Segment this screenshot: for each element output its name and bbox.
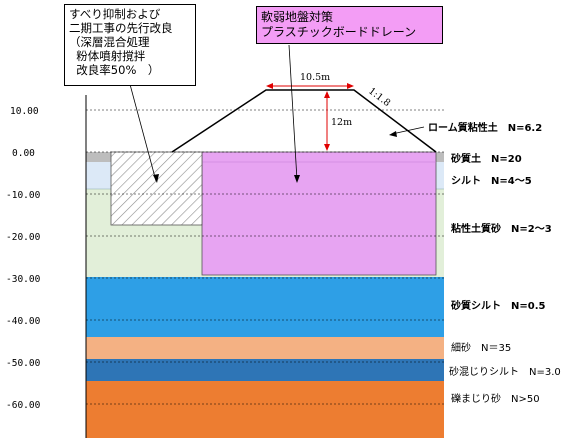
callout-left-line: すべり抑制および [69, 7, 161, 21]
layer-gravelly-sand [86, 381, 444, 438]
elevation-ticks: 10.00 0.00 -10.00 -20.00 -30.00 -40.00 -… [6, 106, 41, 411]
height-label: 12m [331, 117, 352, 128]
callout-left-arrowhead [153, 174, 159, 183]
ytick-label: -20.00 [6, 232, 41, 243]
loam-arrowhead [389, 131, 397, 137]
ytick-label: 10.00 [10, 106, 39, 117]
callout-left-box: すべり抑制および 二期工事の先行改良 （深層混合処理 粉体噴射撹拌 改良率50%… [64, 4, 196, 86]
deep-mixing-zone [110, 151, 203, 226]
callout-left-line: （深層混合処理 [69, 35, 150, 49]
layer-fine-sand [86, 337, 444, 359]
drain-zone [201, 151, 437, 276]
height-dimension [324, 91, 330, 151]
callout-right-arrowhead [294, 175, 300, 183]
callout-right-box: 軟弱地盤対策 プラスチックボードドレーン [256, 6, 443, 44]
soil-label-silt: シルト N=4〜5 [451, 175, 532, 187]
callout-right-line: プラスチックボードドレーン [261, 25, 417, 39]
soil-label-gravelly-sand: 礫まじり砂 N>50 [451, 392, 540, 405]
ytick-label: -60.00 [6, 400, 41, 411]
soil-label-loam: ローム質粘性土 N=6.2 [428, 121, 542, 134]
layer-sandy-silt [86, 277, 444, 337]
ytick-label: 0.00 [12, 148, 35, 159]
callout-left-line: 粉体噴射撹拌 [69, 49, 146, 63]
soil-label-sandy-soil: 砂質土 N=20 [450, 152, 522, 165]
layer-sandy-silt-mixed [86, 359, 444, 381]
crest-width-label: 10.5m [300, 72, 330, 83]
ytick-label: -50.00 [6, 358, 41, 369]
callout-left-line: 改良率50% ） [69, 63, 160, 77]
soil-label-clayey-sand: 粘性土質砂 N=2〜3 [451, 222, 552, 235]
ytick-label: -10.00 [6, 190, 41, 201]
ytick-label: -30.00 [6, 274, 41, 285]
slope-label: 1:1.8 [366, 86, 392, 109]
soil-label-sandy-silt: 砂質シルト N=0.5 [450, 299, 546, 312]
crest-width-dimension [266, 83, 354, 89]
soil-label-sandy-silt-mixed: 砂混じりシルト N=3.0 [449, 365, 561, 378]
embankment-outline [171, 89, 437, 153]
soil-label-fine-sand: 細砂 N＝35 [451, 341, 511, 354]
loam-leader [391, 126, 425, 135]
callout-left-line: 二期工事の先行改良 [69, 21, 173, 35]
callout-right-line: 軟弱地盤対策 [261, 10, 334, 24]
ytick-label: -40.00 [6, 316, 41, 327]
callout-right-leader [288, 44, 298, 181]
